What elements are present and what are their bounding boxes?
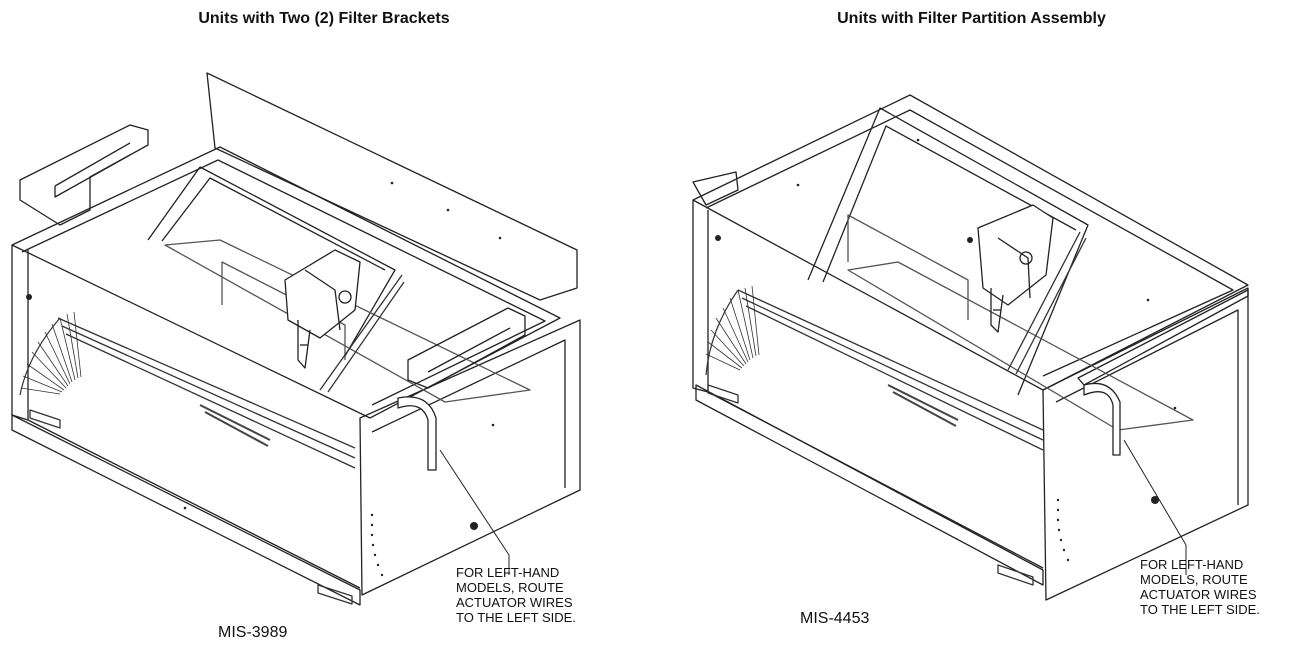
callout-line: MODELS, ROUTE bbox=[1140, 572, 1248, 587]
callout-line: TO THE LEFT SIDE. bbox=[456, 610, 576, 625]
callout-line: ACTUATOR WIRES bbox=[1140, 587, 1257, 602]
callout-line: ACTUATOR WIRES bbox=[456, 595, 573, 610]
box-front bbox=[695, 384, 1044, 586]
left-side-wall bbox=[692, 200, 709, 393]
callout-line: FOR LEFT-HAND bbox=[1140, 557, 1244, 572]
right-side-wall bbox=[1042, 287, 1249, 601]
right-side-wall bbox=[359, 319, 581, 596]
actuator-wire-callout: FOR LEFT-HAND MODELS, ROUTE ACTUATOR WIR… bbox=[456, 565, 576, 625]
filter-bracket-right bbox=[407, 307, 526, 389]
louvre-strip bbox=[737, 289, 1044, 451]
wire-tube bbox=[1083, 382, 1121, 456]
figure-id: MIS-3989 bbox=[218, 624, 288, 641]
callout-line: TO THE LEFT SIDE. bbox=[1140, 602, 1260, 617]
louvre-strip bbox=[57, 317, 356, 469]
damper-actuator bbox=[977, 204, 1054, 333]
damper-actuator bbox=[284, 249, 361, 369]
filter-bracket-top bbox=[19, 124, 149, 226]
callout-line: MODELS, ROUTE bbox=[456, 580, 564, 595]
unit-drawing-two-filter-brackets bbox=[11, 72, 581, 606]
panel-filter-partition-assembly: Units with Filter Partition Assembly bbox=[648, 0, 1295, 647]
callout-leader bbox=[439, 449, 510, 575]
box-top-rim bbox=[11, 146, 561, 419]
filter-partition bbox=[807, 107, 1089, 396]
box-front bbox=[11, 414, 361, 606]
panel-heading: Units with Two (2) Filter Brackets bbox=[198, 10, 450, 27]
callout-line: FOR LEFT-HAND bbox=[456, 565, 560, 580]
wire-tube bbox=[397, 396, 437, 471]
panel-two-filter-brackets: Units with Two (2) Filter Brackets bbox=[11, 10, 581, 641]
callout-leader bbox=[1123, 439, 1187, 575]
left-side-wall bbox=[11, 245, 29, 421]
unit-drawing-filter-partition bbox=[692, 94, 1249, 601]
blower-wheel bbox=[705, 285, 760, 376]
actuator-wire-callout: FOR LEFT-HAND MODELS, ROUTE ACTUATOR WIR… bbox=[1140, 557, 1260, 617]
box-top-rim bbox=[692, 94, 1249, 391]
figure-id: MIS-4453 bbox=[800, 610, 870, 627]
panel-heading: Units with Filter Partition Assembly bbox=[837, 10, 1106, 27]
blower-wheel bbox=[19, 311, 82, 396]
back-panel bbox=[206, 72, 578, 301]
